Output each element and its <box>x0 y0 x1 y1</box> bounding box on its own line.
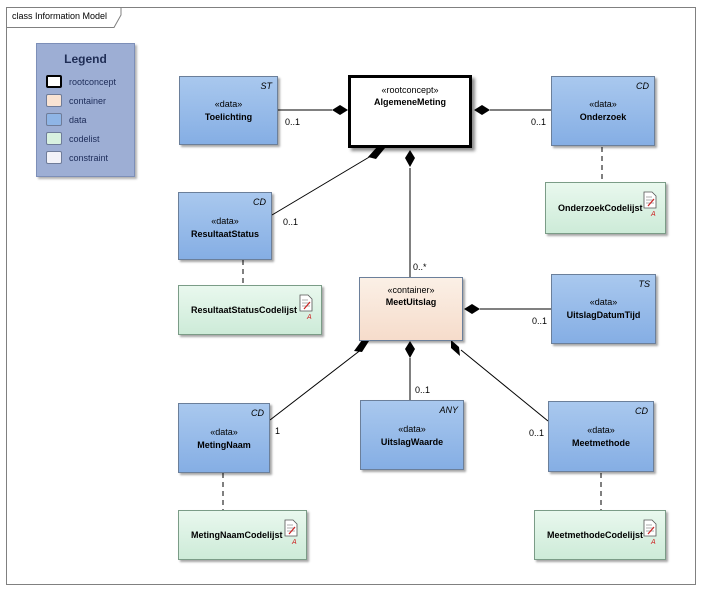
class-meting-naam[interactable]: CD «data» MetingNaam <box>178 403 270 473</box>
class-name: Meetmethode <box>571 438 630 448</box>
class-name: MetingNaam <box>197 440 251 450</box>
class-meetmethode[interactable]: CD «data» Meetmethode <box>548 401 654 472</box>
class-uitslag-waarde[interactable]: ANY «data» UitslagWaarde <box>360 400 464 470</box>
stereotype-label: «data» <box>398 424 426 434</box>
legend-item-rootconcept: rootconcept <box>46 74 116 89</box>
aggregation-diamond-meetmethode <box>451 340 460 356</box>
multiplicity-meetmethode: 0..1 <box>529 428 545 438</box>
connector-meetmethode <box>460 349 549 422</box>
type-tag: CD <box>635 406 648 416</box>
legend-item-constraint: constraint <box>46 150 108 165</box>
connector-meting-naam <box>269 348 363 421</box>
codelist-name: ResultaatStatusCodelijst <box>191 305 298 315</box>
aggregation-diamond-resultaat-status <box>368 147 385 159</box>
legend-swatch-rootconcept <box>46 75 62 88</box>
class-name: UitslagDatumTijd <box>566 310 641 320</box>
codelist-name: MetingNaamCodelijst <box>191 530 283 540</box>
stereotype-label: «data» <box>211 216 239 226</box>
legend-label: constraint <box>69 152 109 163</box>
type-tag: CD <box>251 408 264 418</box>
legend-swatch-codelist <box>46 132 62 145</box>
codelist-badge: A <box>650 539 656 545</box>
class-name: UitslagWaarde <box>380 437 444 447</box>
aggregation-diamond-meting-naam <box>354 340 369 352</box>
connector-resultaat-status <box>271 152 377 216</box>
legend-item-data: data <box>46 112 87 127</box>
type-tag: CD <box>636 81 649 91</box>
codelist-badge: A <box>650 211 656 217</box>
frame-title: class Information Model <box>12 11 108 21</box>
multiplicity-toelichting: 0..1 <box>285 117 301 127</box>
stereotype-label: «data» <box>589 297 618 307</box>
legend-item-codelist: codelist <box>46 131 100 146</box>
aggregation-diamond-uitslag-datum-tijd <box>464 304 480 314</box>
multiplicity-uitslag-datum-tijd: 0..1 <box>532 316 548 326</box>
legend-panel: Legend rootconcept container data codeli… <box>36 43 135 177</box>
stereotype-label: «data» <box>587 425 615 435</box>
legend-swatch-container <box>46 94 62 107</box>
codelist-resultaat-status[interactable]: ResultaatStatusCodelijst A <box>178 285 322 335</box>
class-meet-uitslag[interactable]: «container» MeetUitslag <box>359 277 463 341</box>
codelist-onderzoek[interactable]: OnderzoekCodelijst A <box>545 182 666 234</box>
stereotype-label: «data» <box>214 99 243 109</box>
class-name: ResultaatStatus <box>190 229 260 239</box>
class-resultaat-status[interactable]: CD «data» ResultaatStatus <box>178 192 272 260</box>
multiplicity-uitslag-waarde: 0..1 <box>415 385 431 395</box>
document-icon: A <box>643 519 657 545</box>
legend-label: rootconcept <box>69 76 117 87</box>
legend-label: codelist <box>69 133 100 144</box>
codelist-meetmethode[interactable]: MeetmethodeCodelijst A <box>534 510 666 560</box>
codelist-name: MeetmethodeCodelijst <box>547 530 644 540</box>
document-icon: A <box>643 191 657 217</box>
type-tag: ST <box>260 81 272 91</box>
class-name: MeetUitslag <box>385 297 437 307</box>
class-uitslag-datum-tijd[interactable]: TS «data» UitslagDatumTijd <box>551 274 656 344</box>
aggregation-diamond-uitslag-waarde <box>405 341 415 358</box>
aggregation-diamond-toelichting <box>332 105 348 115</box>
type-tag: TS <box>638 279 650 289</box>
legend-label: container <box>69 95 107 106</box>
stereotype-label: «container» <box>387 285 435 295</box>
document-icon: A <box>299 294 313 320</box>
type-tag: CD <box>253 197 266 207</box>
multiplicity-meting-naam: 1 <box>275 426 281 436</box>
class-toelichting[interactable]: ST «data» Toelichting <box>179 76 278 145</box>
diagram-frame <box>6 7 696 585</box>
codelist-name: OnderzoekCodelijst <box>558 203 643 213</box>
class-algemene-meting[interactable]: «rootconcept» AlgemeneMeting <box>348 75 472 148</box>
aggregation-diamond-meet-uitslag <box>405 150 415 167</box>
codelist-badge: A <box>291 539 297 545</box>
multiplicity-onderzoek: 0..1 <box>531 117 547 127</box>
codelist-meting-naam[interactable]: MetingNaamCodelijst A <box>178 510 307 560</box>
stereotype-label: «data» <box>210 427 238 437</box>
legend-title: Legend <box>64 52 107 66</box>
class-name: AlgemeneMeting <box>373 97 446 107</box>
legend-swatch-data <box>46 113 62 126</box>
legend-label: data <box>69 114 87 125</box>
frame-title-tab <box>6 7 122 28</box>
class-name: Toelichting <box>204 112 253 122</box>
legend-item-container: container <box>46 93 106 108</box>
multiplicity-meet-uitslag: 0..* <box>413 262 427 272</box>
aggregation-diamond-onderzoek <box>474 105 490 115</box>
class-name: Onderzoek <box>579 112 627 122</box>
class-onderzoek[interactable]: CD «data» Onderzoek <box>551 76 655 146</box>
multiplicity-resultaat-status: 0..1 <box>283 217 299 227</box>
codelist-badge: A <box>306 314 312 320</box>
type-tag: ANY <box>439 405 458 415</box>
legend-swatch-constraint <box>46 151 62 164</box>
document-icon: A <box>284 519 298 545</box>
stereotype-label: «rootconcept» <box>381 85 439 95</box>
stereotype-label: «data» <box>589 99 617 109</box>
